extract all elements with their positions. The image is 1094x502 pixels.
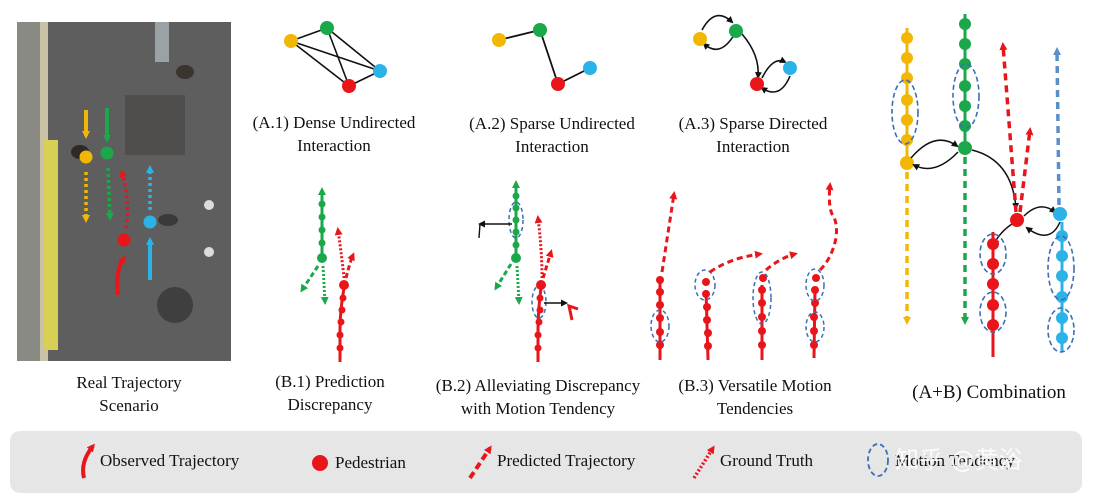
motion-tendency-icon [867,443,889,477]
graph-combination [891,14,1075,357]
node-green [320,21,334,35]
ground-truth-icon [692,445,715,479]
watermark-text: 知乎 @黄浴 [895,446,1023,474]
node-blue [373,64,387,78]
graph-b3-versatile-tendencies [650,182,838,361]
graph-a2-sparse-undirected [492,23,597,91]
graph-b2-alleviating-discrepancy [478,180,579,362]
graph-a1-dense-undirected [284,21,387,93]
legend-ground-truth-label: Ground Truth [720,451,814,470]
node-yellow [284,34,298,48]
pedestrian-icon [312,455,328,471]
legend-observed-label: Observed Trajectory [100,451,240,470]
graph-b1-prediction-discrepancy [300,187,355,362]
legend-pedestrian-label: Pedestrian [335,453,406,472]
legend-motion-tendency-label: Motion Tendency [895,451,1015,470]
node-red [342,79,356,93]
legend-predicted-label: Predicted Trajectory [497,451,636,470]
predicted-trajectory-icon [468,445,492,480]
caption-combination: (A+B) Combination [912,382,1066,403]
observed-trajectory-icon [81,443,95,479]
real-scenario-photo [17,22,231,361]
graph-a3-sparse-directed [693,14,797,94]
legend-panel [10,431,1082,493]
